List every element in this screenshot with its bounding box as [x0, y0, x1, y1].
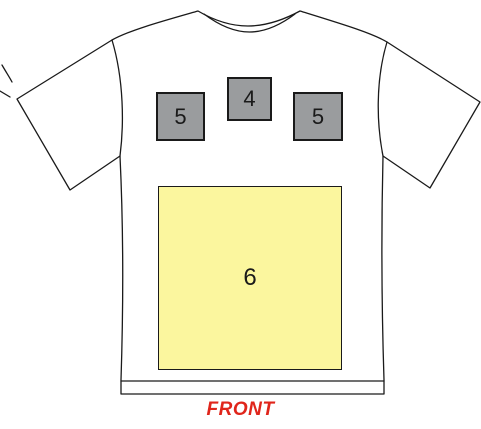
zone-full-front: 6 — [158, 186, 342, 370]
fold-mark-top — [2, 65, 12, 82]
zone-right-chest-label: 5 — [312, 104, 324, 130]
zone-left-chest: 5 — [156, 92, 205, 141]
fold-mark-bottom — [0, 91, 10, 97]
zone-full-front-label: 6 — [243, 264, 256, 292]
zone-right-chest: 5 — [293, 92, 343, 141]
zone-center-chest: 4 — [227, 77, 272, 121]
zone-center-chest-label: 4 — [243, 86, 255, 112]
zone-left-chest-label: 5 — [174, 104, 186, 130]
view-label: FRONT — [0, 399, 481, 421]
